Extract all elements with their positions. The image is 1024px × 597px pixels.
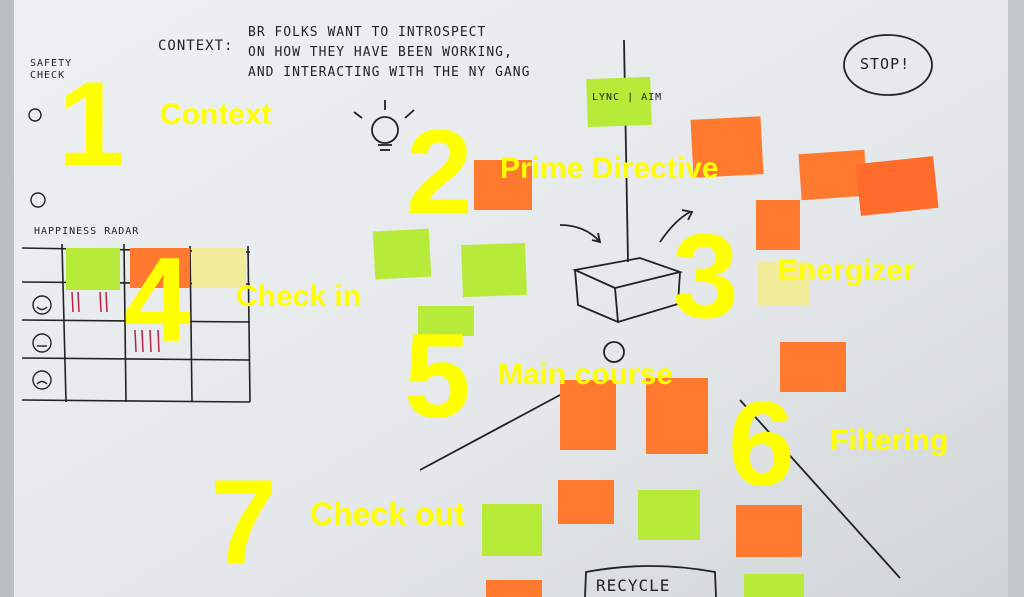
lync-aim-note-text: LYNC | AIM	[592, 92, 663, 103]
step-1-number: 1	[58, 57, 125, 191]
step-6-label: Filtering	[830, 424, 949, 457]
step-2-label: Prime Directive	[500, 152, 719, 185]
context-line-1: BR FOLKS WANT TO INTROSPECT	[248, 25, 487, 40]
step-3-number: 3	[672, 209, 739, 343]
step-7-label: Check out	[310, 496, 465, 532]
context-line-2: ON HOW THEY HAVE BEEN WORKING,	[248, 45, 513, 60]
step-3-label: Energizer	[778, 254, 915, 287]
recycle-label: RECYCLE	[596, 576, 671, 595]
step-5-number: 5	[404, 309, 471, 443]
safety-check-label: SAFETY CHECK	[30, 58, 73, 81]
happiness-radar-label: HAPPINESS RADAR	[34, 226, 140, 237]
context-line-3: AND INTERACTING WITH THE NY GANG	[248, 65, 531, 80]
box-diagram	[353, 34, 933, 597]
stop-text: STOP!	[860, 55, 911, 73]
step-5-label: Main course	[498, 358, 674, 391]
step-1-label: Context	[160, 98, 272, 131]
step-2-number: 2	[406, 105, 473, 239]
step-7-number: 7	[210, 455, 277, 589]
step-6-number: 6	[728, 377, 795, 511]
context-heading: CONTEXT:	[158, 38, 234, 54]
step-4-number: 4	[124, 233, 191, 367]
sticky-notes	[66, 76, 939, 597]
step-4-label: Check in	[236, 280, 362, 313]
